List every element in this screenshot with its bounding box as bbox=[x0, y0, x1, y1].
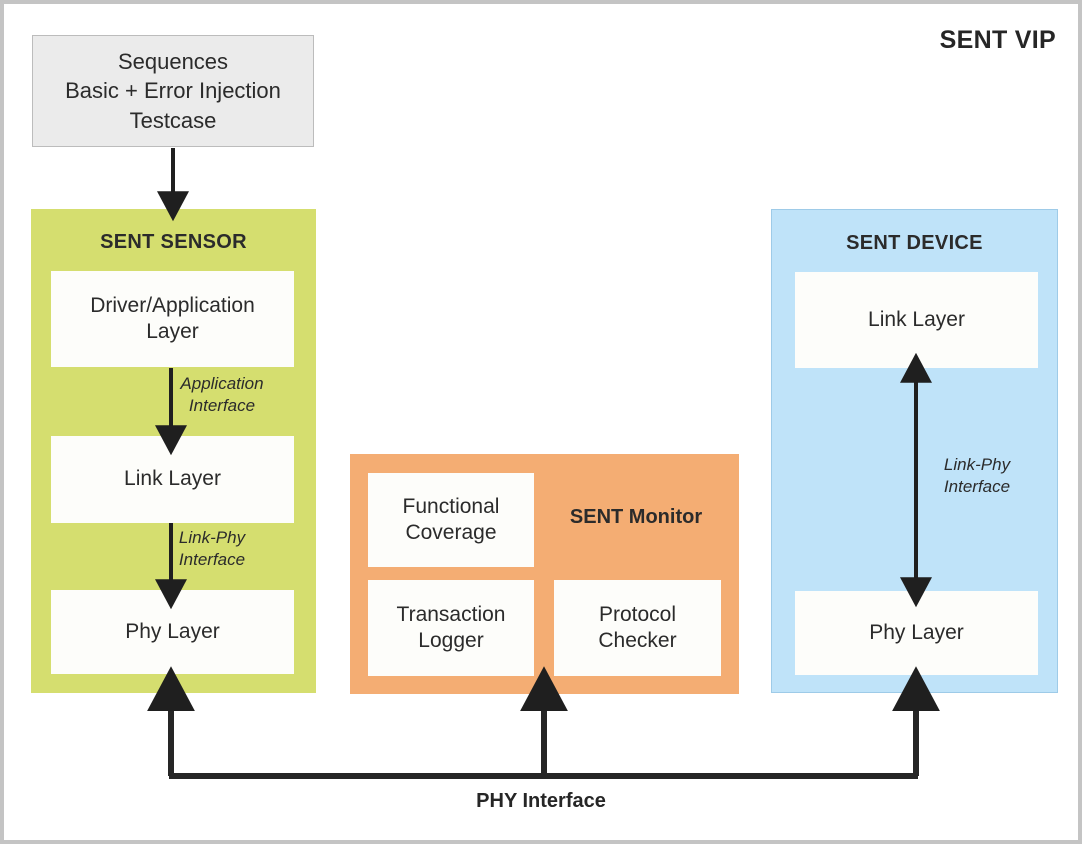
sent-monitor-title: SENT Monitor bbox=[569, 506, 703, 528]
device-phy-layer-box: Phy Layer bbox=[795, 591, 1038, 675]
sensor-phy-layer-box: Phy Layer bbox=[51, 590, 294, 674]
sensor-driver-application-layer-box: Driver/Application Layer bbox=[51, 271, 294, 367]
sent-sensor-title: SENT SENSOR bbox=[100, 231, 247, 253]
sensor-link-phy-interface-label: Link-Phy Interface bbox=[178, 528, 246, 570]
transaction-logger-box: Transaction Logger bbox=[368, 580, 534, 676]
functional-coverage-box: Functional Coverage bbox=[368, 473, 534, 567]
sequences-box: Sequences Basic + Error Injection Testca… bbox=[32, 35, 314, 147]
sequences-label: Sequences Basic + Error Injection Testca… bbox=[65, 49, 281, 133]
sent-device-group: SENT DEVICE Link Layer Link-Phy Interfac… bbox=[771, 209, 1058, 693]
sensor-application-interface-label: Application Interface bbox=[180, 374, 264, 416]
sent-monitor-group: SENT Monitor Functional Coverage Transac… bbox=[350, 454, 739, 694]
phy-interface-label: PHY Interface bbox=[476, 790, 606, 812]
sent-device-title: SENT DEVICE bbox=[846, 232, 983, 254]
page-title: SENT VIP bbox=[939, 26, 1056, 54]
protocol-checker-box: Protocol Checker bbox=[554, 580, 721, 676]
device-link-layer-box: Link Layer bbox=[795, 272, 1038, 368]
sensor-link-layer-box: Link Layer bbox=[51, 436, 294, 523]
sent-sensor-group: SENT SENSOR Driver/Application Layer App… bbox=[31, 209, 316, 693]
device-link-phy-interface-label: Link-Phy Interface bbox=[943, 455, 1011, 497]
